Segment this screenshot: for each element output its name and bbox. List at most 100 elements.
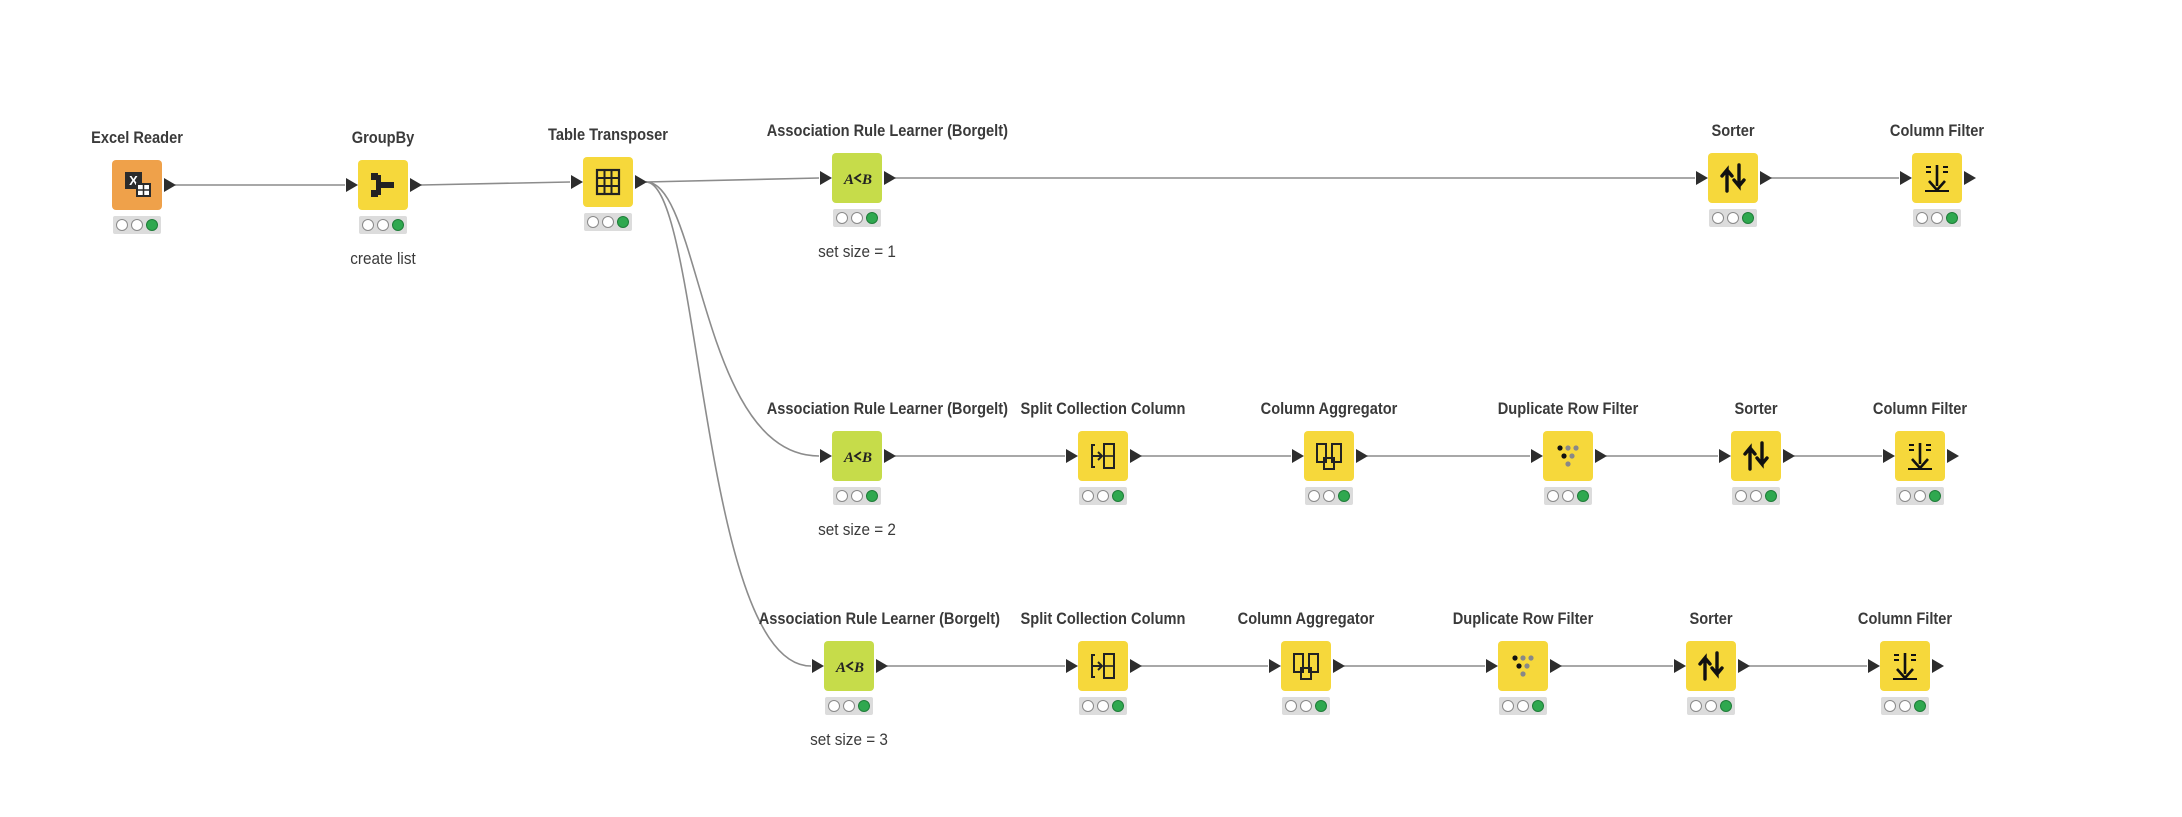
output-port[interactable]	[1760, 171, 1772, 185]
input-port[interactable]	[571, 175, 583, 189]
input-port[interactable]	[1719, 449, 1731, 463]
output-port[interactable]	[876, 659, 888, 673]
node-title[interactable]: Column Aggregator	[1260, 399, 1398, 418]
output-port[interactable]	[164, 178, 176, 192]
connection-line[interactable]	[420, 181, 571, 186]
input-port[interactable]	[1292, 449, 1304, 463]
column-filter-icon[interactable]	[1880, 641, 1930, 691]
workflow-node[interactable]: Column Aggregator	[1224, 399, 1434, 559]
connection-line[interactable]	[645, 177, 820, 183]
node-title[interactable]: Sorter	[1711, 121, 1755, 140]
connection-line[interactable]	[645, 181, 820, 457]
output-port[interactable]	[1947, 449, 1959, 463]
node-title[interactable]: Column Filter	[1857, 609, 1953, 628]
sorter-icon[interactable]	[1686, 641, 1736, 691]
workflow-node[interactable]: Split Collection Column	[998, 609, 1208, 769]
output-port[interactable]	[1783, 449, 1795, 463]
output-port[interactable]	[1964, 171, 1976, 185]
workflow-node[interactable]: Column Filter	[1815, 399, 2025, 559]
input-port[interactable]	[1066, 449, 1078, 463]
output-port[interactable]	[884, 449, 896, 463]
column-aggregator-icon[interactable]	[1304, 431, 1354, 481]
node-title[interactable]: Association Rule Learner (Borgelt)	[758, 609, 1000, 628]
node-title[interactable]: Column Aggregator	[1237, 609, 1375, 628]
input-port[interactable]	[1066, 659, 1078, 673]
output-port[interactable]	[1932, 659, 1944, 673]
workflow-node[interactable]: Sorter	[1651, 399, 1861, 559]
column-aggregator-icon[interactable]	[1281, 641, 1331, 691]
duplicate-row-filter-icon[interactable]	[1543, 431, 1593, 481]
node-title[interactable]: Column Filter	[1889, 121, 1985, 140]
input-port[interactable]	[1674, 659, 1686, 673]
node-title[interactable]: Association Rule Learner (Borgelt)	[766, 399, 1008, 418]
workflow-node[interactable]: Column Filter	[1832, 121, 2042, 281]
input-port[interactable]	[1900, 171, 1912, 185]
output-port[interactable]	[635, 175, 647, 189]
status-light-off	[587, 216, 599, 228]
node-title[interactable]: GroupBy	[351, 128, 415, 147]
workflow-node[interactable]: Split Collection Column	[998, 399, 1208, 559]
column-filter-icon[interactable]	[1912, 153, 1962, 203]
input-port[interactable]	[1883, 449, 1895, 463]
output-port[interactable]	[410, 178, 422, 192]
workflow-node[interactable]: Sorter	[1606, 609, 1816, 769]
node-title[interactable]: Duplicate Row Filter	[1497, 399, 1639, 418]
node-annotation[interactable]: set size = 2	[818, 520, 896, 539]
input-port[interactable]	[1486, 659, 1498, 673]
output-port[interactable]	[1550, 659, 1562, 673]
node-title[interactable]: Sorter	[1689, 609, 1733, 628]
workflow-node[interactable]: Duplicate Row Filter	[1418, 609, 1628, 769]
workflow-node[interactable]: Duplicate Row Filter	[1463, 399, 1673, 559]
node-title[interactable]: Split Collection Column	[1020, 609, 1186, 628]
workflow-node[interactable]: Column Filter	[1800, 609, 2010, 769]
excel-icon[interactable]: X	[112, 160, 162, 210]
workflow-node[interactable]: Table Transposer	[503, 125, 713, 285]
node-title[interactable]: Duplicate Row Filter	[1452, 609, 1594, 628]
node-annotation[interactable]: create list	[350, 249, 416, 268]
workflow-node[interactable]: GroupBy create list	[278, 128, 488, 288]
connection-line[interactable]	[645, 181, 812, 667]
duplicate-row-filter-icon[interactable]	[1498, 641, 1548, 691]
column-filter-icon[interactable]	[1895, 431, 1945, 481]
input-port[interactable]	[820, 449, 832, 463]
input-port[interactable]	[1531, 449, 1543, 463]
node-annotation[interactable]: set size = 3	[810, 730, 888, 749]
status-traffic-light	[1079, 697, 1127, 715]
node-title[interactable]: Split Collection Column	[1020, 399, 1186, 418]
split-collection-icon[interactable]	[1078, 641, 1128, 691]
output-port[interactable]	[1356, 449, 1368, 463]
input-port[interactable]	[812, 659, 824, 673]
input-port[interactable]	[820, 171, 832, 185]
node-title[interactable]: Sorter	[1734, 399, 1778, 418]
workflow-node[interactable]: Sorter	[1628, 121, 1838, 281]
node-title[interactable]: Table Transposer	[548, 125, 668, 144]
input-port[interactable]	[1696, 171, 1708, 185]
output-port[interactable]	[1738, 659, 1750, 673]
output-port[interactable]	[1130, 659, 1142, 673]
workflow-node[interactable]: Column Aggregator	[1201, 609, 1411, 769]
output-port[interactable]	[1333, 659, 1345, 673]
groupby-icon[interactable]	[358, 160, 408, 210]
sorter-icon[interactable]	[1708, 153, 1758, 203]
table-transposer-icon[interactable]	[583, 157, 633, 207]
node-title[interactable]: Column Filter	[1872, 399, 1968, 418]
node-title[interactable]: Association Rule Learner (Borgelt)	[766, 121, 1008, 140]
output-port[interactable]	[884, 171, 896, 185]
node-annotation[interactable]: set size = 1	[818, 242, 896, 261]
output-port[interactable]	[1130, 449, 1142, 463]
output-port[interactable]	[1595, 449, 1607, 463]
split-collection-icon[interactable]	[1078, 431, 1128, 481]
input-port[interactable]	[346, 178, 358, 192]
input-port[interactable]	[1269, 659, 1281, 673]
input-port[interactable]	[1868, 659, 1880, 673]
node-title[interactable]: Excel Reader	[91, 128, 183, 147]
sorter-icon[interactable]	[1731, 431, 1781, 481]
